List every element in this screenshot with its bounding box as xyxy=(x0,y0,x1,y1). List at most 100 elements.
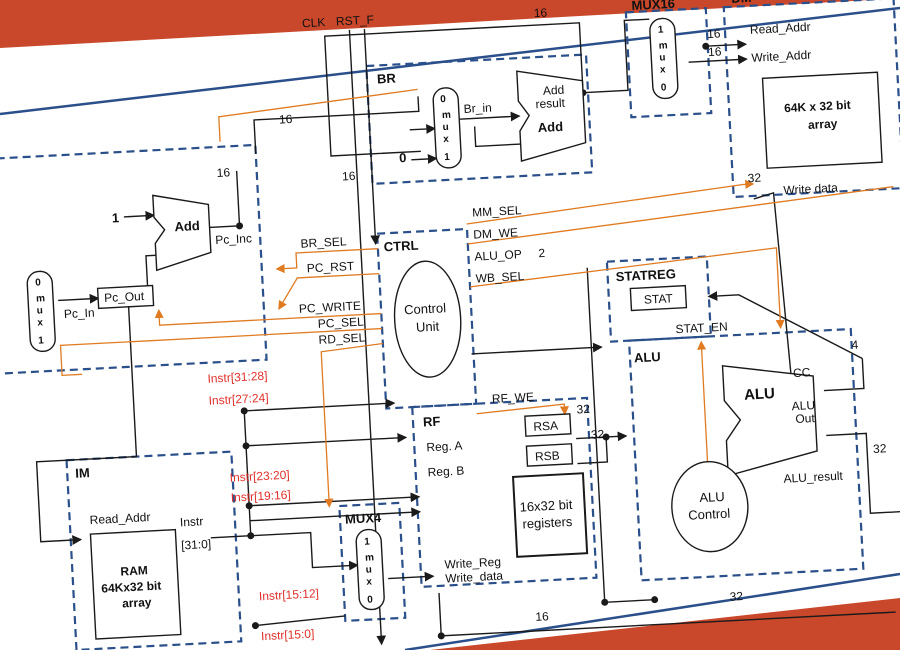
width-pc-add: 16 xyxy=(216,165,230,180)
im-read-addr: Read_Addr xyxy=(89,510,150,527)
width-alu-result: 32 xyxy=(873,441,887,456)
clk-label: CLK xyxy=(302,15,326,30)
rf-write-reg: Write_Reg xyxy=(444,555,501,572)
mux4-mux xyxy=(355,528,385,611)
alu-out-2: Out xyxy=(795,411,816,426)
rf-reg-a: Reg. A xyxy=(426,439,463,455)
br-in0-label: 0 xyxy=(399,150,407,165)
cc-to-stat-wire xyxy=(823,358,865,392)
pc-inc-label: Pc_Inc xyxy=(215,231,252,247)
rsa-label: RSA xyxy=(533,418,558,433)
instr-field-19-16: Instr[19:16] xyxy=(230,488,291,505)
wb-sel-label: WB_SEL xyxy=(475,269,525,286)
br-in-wire xyxy=(459,111,521,122)
width-write-addr: 16 xyxy=(708,44,722,59)
br-in-label: Br_in xyxy=(463,101,492,116)
br-mux xyxy=(432,87,462,169)
width-read-addr: 16 xyxy=(707,26,721,41)
dm-write-addr: Write_Addr xyxy=(751,48,811,65)
alu-op-label: ALU_OP xyxy=(474,247,522,263)
pc-mux-glyph-x: x xyxy=(37,317,44,328)
width-write-data-bus: 16 xyxy=(535,609,549,624)
mux16-glyph-m: m xyxy=(658,40,668,51)
width-bottom-bus: 32 xyxy=(729,589,743,604)
write-reg-wire xyxy=(388,571,435,582)
im-bits: [31:0] xyxy=(181,537,212,553)
mux4-glyph-u: u xyxy=(365,564,372,575)
dm-array-1: 64K x 32 bit xyxy=(784,98,851,115)
rst-f-wire xyxy=(363,29,381,246)
mux16-glyph-u: u xyxy=(659,52,666,63)
mux4-in1-wire xyxy=(250,531,359,571)
br-add-result-1: Add xyxy=(543,83,565,98)
stat-en-label: STAT_EN xyxy=(675,319,728,336)
br-add-in-wire xyxy=(473,126,536,148)
stat-en-wire xyxy=(697,340,709,467)
br-add-result-2: result xyxy=(535,96,566,112)
mux16-pin0: 0 xyxy=(661,82,668,93)
pc-sel-label: PC_SEL xyxy=(317,315,364,331)
dm-read-addr-wire xyxy=(705,39,748,50)
stat-to-ctrl-wire xyxy=(471,342,603,355)
br-mux-glyph-m: m xyxy=(442,110,452,121)
control-unit-2: Unit xyxy=(416,319,440,335)
width-rsa: 32 xyxy=(576,402,590,417)
statreg-title: STATREG xyxy=(615,266,676,284)
dm-we-wire xyxy=(467,185,894,245)
ctrl-block-border xyxy=(375,227,478,410)
pc-mux-glyph-u: u xyxy=(36,305,43,316)
instr-field-27-24: Instr[27:24] xyxy=(208,391,269,408)
rf-we-wire xyxy=(476,403,569,416)
instr-field-15-12: Instr[15:12] xyxy=(259,586,320,603)
im-ram-2: 64Kx32 bit xyxy=(101,578,162,595)
alu-control-1: ALU xyxy=(699,489,725,505)
rf-regs-2: registers xyxy=(522,514,573,532)
rf-block-border xyxy=(411,396,598,588)
pc-mux-pin1: 1 xyxy=(38,335,45,346)
pc-add-label: Add xyxy=(174,218,200,234)
dm-write-data: Write data xyxy=(783,181,838,198)
br-mux-glyph-x: x xyxy=(443,134,450,145)
pc-adder xyxy=(152,194,212,272)
alu-out-1: ALU xyxy=(791,398,815,413)
im-block-border xyxy=(65,450,243,650)
alu-result: ALU_result xyxy=(783,469,844,486)
br-mux-pin1: 1 xyxy=(444,152,451,163)
stat-label: STAT xyxy=(644,291,674,307)
dm-array-2: array xyxy=(808,116,838,132)
pc-mux-pin0: 0 xyxy=(35,277,42,288)
alu-unit xyxy=(721,365,818,477)
mm-sel-wire xyxy=(466,179,755,225)
to-mux16-wire xyxy=(582,18,650,94)
br-mux-pin0: 0 xyxy=(440,94,447,105)
instr-bus-wire xyxy=(210,398,396,539)
rf-we-label: RF_WE xyxy=(492,390,535,406)
alu-name: ALU xyxy=(744,385,776,404)
br-mux-glyph-u: u xyxy=(442,122,449,133)
rf-regs-1: 16x32 bit xyxy=(519,497,573,515)
rf-reg-b: Reg. B xyxy=(427,463,464,479)
pc-block-border xyxy=(0,143,268,376)
paper-border-bottom xyxy=(404,572,900,650)
rf-title: RF xyxy=(423,414,441,430)
dm-block-border xyxy=(722,0,900,199)
width-cc: 4 xyxy=(851,338,859,352)
alu-block-border xyxy=(627,327,865,582)
pc-rst-label: PC_RST xyxy=(306,259,355,275)
im-title: IM xyxy=(75,465,90,481)
mm-sel-label: MM_SEL xyxy=(472,203,522,220)
rsa-to-alu-wire xyxy=(576,431,628,442)
control-unit-1: Control xyxy=(404,300,447,317)
alu-control xyxy=(671,460,749,553)
pc-to-im-wire xyxy=(35,306,138,545)
pc-const1: 1 xyxy=(112,210,120,225)
pc-write-wire xyxy=(154,308,382,326)
rf-register-array xyxy=(511,472,589,558)
br-title: BR xyxy=(377,70,397,86)
rsb-register xyxy=(525,443,574,467)
dm-write-data-wire xyxy=(753,191,797,423)
im-instr: Instr xyxy=(180,514,204,529)
pc-in-label: Pc_In xyxy=(64,306,95,322)
im-ram-1: RAM xyxy=(120,563,148,578)
